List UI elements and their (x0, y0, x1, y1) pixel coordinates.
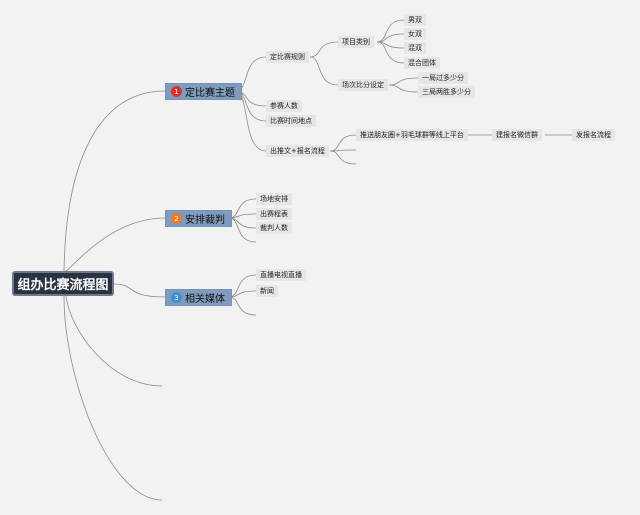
node-category-item[interactable]: 混合团体 (404, 57, 440, 69)
link-root-referee (63, 217, 166, 272)
node-referee-item[interactable]: 裁判人数 (256, 222, 292, 234)
node-referee-item[interactable]: 场地安排 (256, 193, 292, 205)
node-participants[interactable]: 参赛人数 (266, 100, 302, 112)
node-category-item[interactable]: 女双 (404, 28, 426, 40)
node-category-item[interactable]: 混双 (404, 42, 426, 54)
link-category-1 (376, 19, 405, 43)
link-referee-empty (228, 217, 257, 243)
link-rules-scoring (309, 56, 339, 86)
link-rules-category (309, 41, 339, 58)
link-media-1 (228, 274, 257, 298)
link-root-media (113, 283, 166, 298)
node-promo[interactable]: 出推文+报名流程 (266, 145, 329, 157)
link-promo-step1 (329, 134, 357, 152)
node-promo-step[interactable]: 推送朋友圈+羽毛球群等线上平台 (356, 129, 468, 141)
link-root-empty-2 (63, 295, 163, 501)
node-time-place[interactable]: 比赛时间地点 (266, 115, 316, 127)
node-rules[interactable]: 定比赛规则 (266, 51, 309, 63)
topic-referee[interactable]: 2 安排裁判 (165, 210, 232, 227)
node-media-item[interactable]: 直播电视直播 (256, 269, 306, 281)
link-promo-empty-2 (329, 150, 357, 165)
link-category-4 (376, 41, 405, 64)
node-scoring-item[interactable]: 一局过多少分 (418, 72, 468, 84)
root-node[interactable]: 组办比赛流程图 (12, 271, 114, 296)
node-promo-step[interactable]: 发报名流程 (572, 129, 615, 141)
link-referee-2 (228, 213, 257, 219)
link-scoring-2 (388, 84, 419, 93)
link-root-empty-1 (65, 295, 163, 387)
priority-2-icon: 2 (171, 213, 182, 224)
link-media-empty (228, 296, 257, 316)
topic-media-label: 相关媒体 (185, 294, 225, 305)
node-category[interactable]: 项目类别 (338, 36, 374, 48)
topic-theme-label: 定比赛主题 (185, 88, 235, 99)
link-theme-promo (235, 90, 267, 152)
node-scoring[interactable]: 场次比分设定 (338, 79, 388, 91)
priority-1-icon: 1 (171, 86, 182, 97)
node-category-item[interactable]: 男双 (404, 14, 426, 26)
topic-referee-label: 安排裁判 (185, 215, 225, 226)
topic-media[interactable]: 3 相关媒体 (165, 289, 232, 306)
node-scoring-item[interactable]: 三局两胜多少分 (418, 86, 475, 98)
node-referee-item[interactable]: 出赛程表 (256, 208, 292, 220)
node-promo-step[interactable]: 建报名微信群 (492, 129, 542, 141)
topic-theme[interactable]: 1 定比赛主题 (165, 83, 242, 100)
priority-3-icon: 3 (171, 292, 182, 303)
link-root-theme (63, 90, 166, 272)
link-scoring-1 (388, 77, 419, 86)
node-media-item[interactable]: 新闻 (256, 285, 278, 297)
